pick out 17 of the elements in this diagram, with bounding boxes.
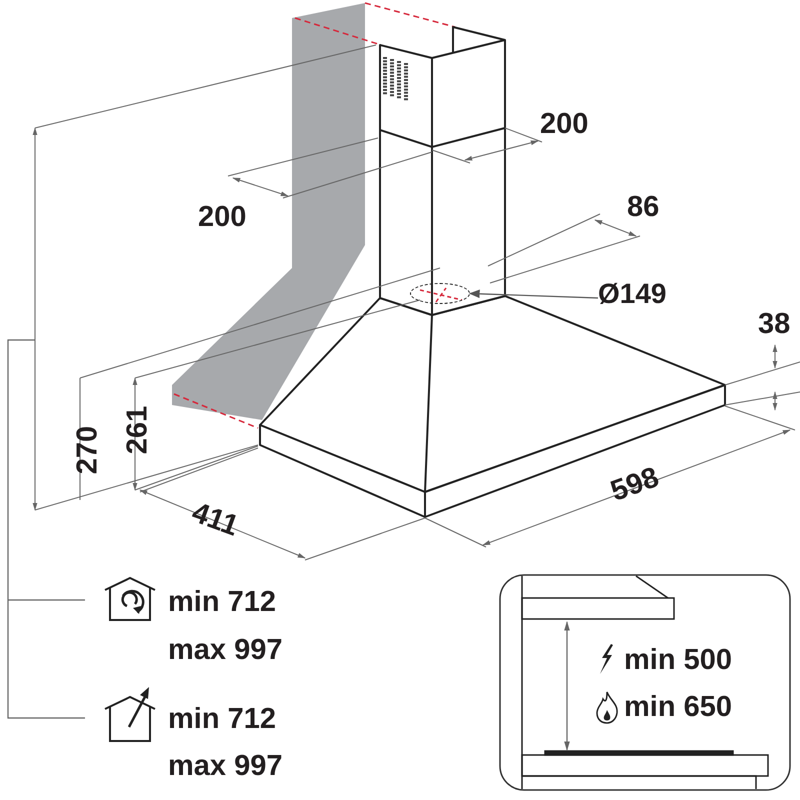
dimension-value: 200 — [198, 203, 246, 232]
clearance-value: min 650 — [624, 693, 732, 722]
clearance-value: max 997 — [168, 752, 282, 781]
dimension-value: 261 — [124, 406, 152, 454]
dimension-value: 200 — [540, 110, 588, 139]
dimension-value: 411 — [188, 498, 242, 542]
leader-line — [468, 290, 598, 299]
dimension-value: 270 — [74, 426, 102, 474]
dimension-value: 38 — [758, 310, 790, 339]
clearance-value: max 997 — [168, 636, 282, 665]
dimension-value: 86 — [627, 193, 660, 222]
clearance-value: min 712 — [168, 588, 276, 617]
diameter-label: Ø149 — [598, 276, 716, 312]
duct-outlet-outline — [410, 283, 470, 304]
clearance-value: min 712 — [168, 705, 276, 734]
dimension-value: 598 — [607, 463, 663, 507]
clearance-value: min 500 — [624, 646, 732, 675]
